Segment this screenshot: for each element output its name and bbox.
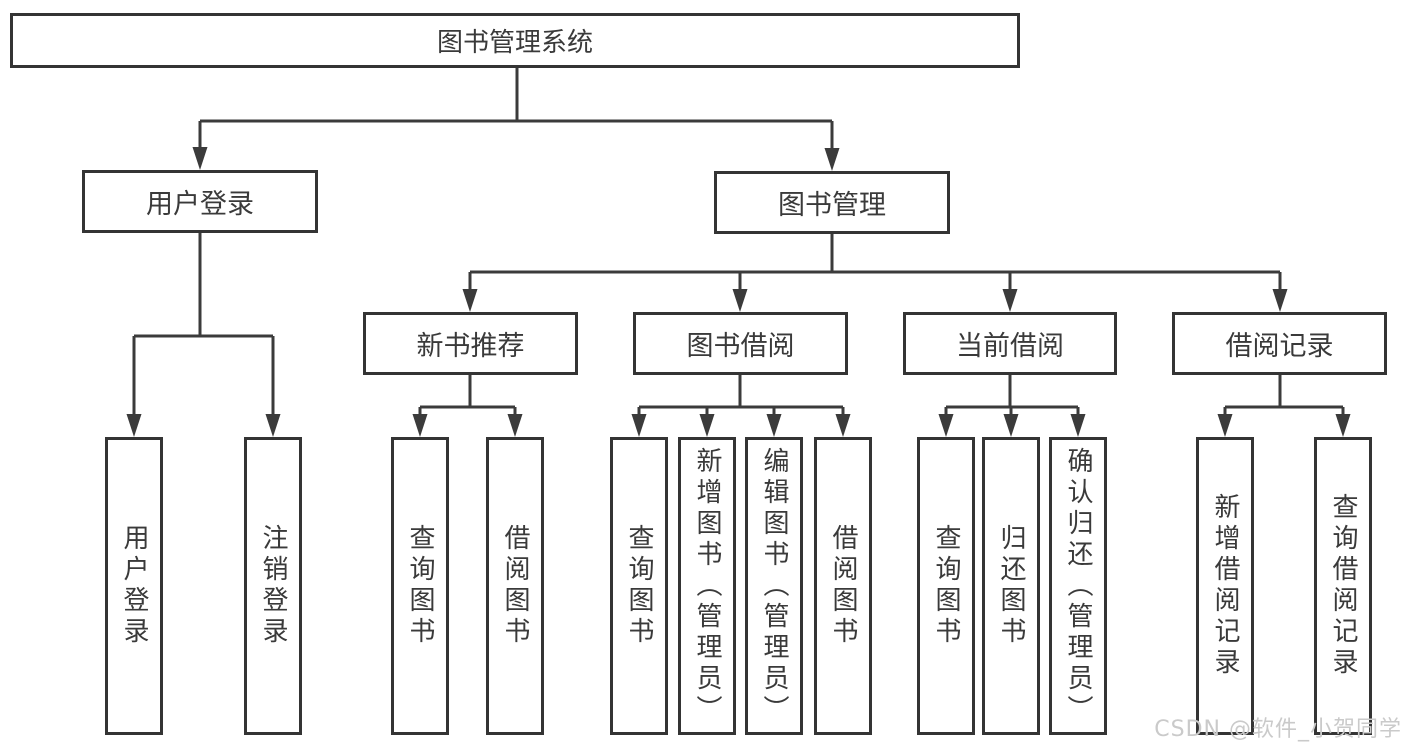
node-current-borrowing: 当前借阅 (903, 312, 1117, 375)
connector-user-login-children (126, 233, 281, 437)
leaf-recommend-borrow-books: 借阅图书 (486, 437, 544, 735)
node-borrowing-records: 借阅记录 (1172, 312, 1387, 375)
connector-book-borrow-children (631, 375, 851, 437)
connector-new-book-children (412, 375, 523, 437)
node-book-management: 图书管理 (714, 171, 950, 234)
leaf-current-return-books: 归还图书 (982, 437, 1040, 735)
leaf-borrow-query-books: 查询图书 (610, 437, 668, 735)
leaf-user-login: 用户登录 (105, 437, 163, 735)
leaf-records-query-borrow-record: 查询借阅记录 (1314, 437, 1372, 735)
node-new-book-recommendation: 新书推荐 (363, 312, 578, 375)
leaf-records-add-borrow-record: 新增借阅记录 (1196, 437, 1254, 735)
node-book-borrowing: 图书借阅 (633, 312, 848, 375)
connector-borrow-records-children (1217, 375, 1351, 437)
leaf-borrow-edit-books-admin: 编辑图书（管理员） (745, 437, 803, 735)
leaf-logout: 注销登录 (244, 437, 302, 735)
connector-book-management-children (462, 234, 1288, 312)
node-library-system: 图书管理系统 (10, 13, 1020, 68)
leaf-current-query-books: 查询图书 (917, 437, 975, 735)
leaf-current-confirm-return-admin: 确认归还（管理员） (1049, 437, 1107, 735)
node-user-login: 用户登录 (82, 170, 318, 233)
connector-current-borrow-children (938, 375, 1086, 437)
leaf-borrow-borrow-books: 借阅图书 (814, 437, 872, 735)
leaf-borrow-add-books-admin: 新增图书（管理员） (678, 437, 736, 735)
connector-root-to-level2 (192, 68, 840, 171)
csdn-watermark: CSDN @软件_小贺同学 (1154, 717, 1402, 742)
leaf-recommend-query-books: 查询图书 (391, 437, 449, 735)
